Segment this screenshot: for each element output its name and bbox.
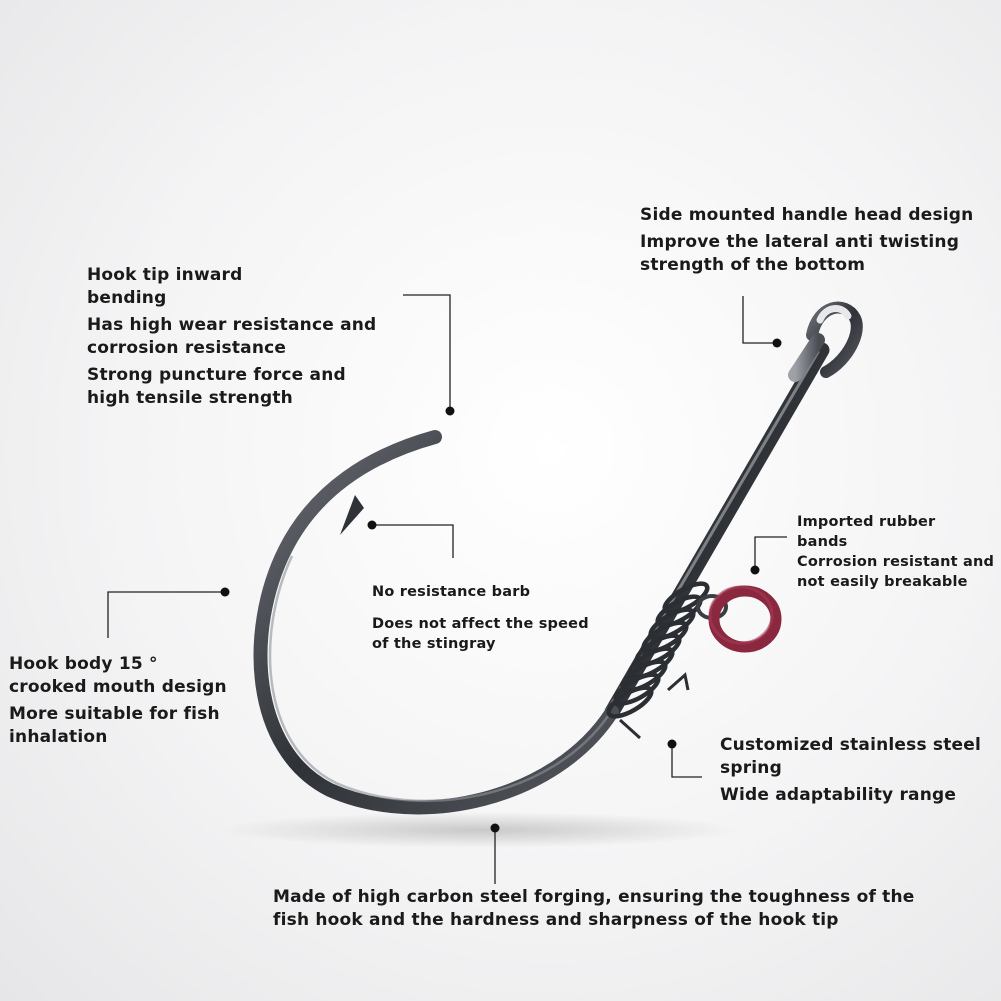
- barb-desc: Does not affect the speed: [372, 616, 589, 632]
- hook-barb: [340, 495, 364, 535]
- rubber-bands-title: Imported rubber: [797, 514, 936, 530]
- hook-body-desc: More suitable for fish: [9, 704, 220, 724]
- rubber-bands-title: bands: [797, 534, 848, 550]
- spring-title: Customized stainless steel: [720, 735, 982, 755]
- hook-tip-desc: high tensile strength: [87, 388, 293, 408]
- rubber-bands-desc: not easily breakable: [797, 574, 968, 590]
- side-mounted-desc: Improve the lateral anti twisting: [640, 232, 960, 252]
- stainless-spring: [606, 581, 710, 740]
- hook-body-desc: inhalation: [9, 727, 108, 747]
- leader-dots: [220, 338, 782, 833]
- leader-barb: [373, 524, 454, 558]
- leader-rubber-bands: [754, 536, 787, 568]
- barb-desc: of the stingray: [372, 636, 496, 652]
- leader-hook-body: [107, 591, 223, 638]
- leader-hook-tip: [403, 294, 451, 410]
- rubber-band: [708, 585, 782, 653]
- callout-barb: No resistance barb Does not affect the s…: [372, 582, 589, 654]
- callout-hook-tip: Hook tip inward bending Has high wear re…: [87, 264, 376, 410]
- callout-spring: Customized stainless steel spring Wide a…: [720, 734, 981, 807]
- fish-hook: [253, 301, 863, 815]
- hook-shadow: [220, 812, 740, 848]
- side-mounted-title: Side mounted handle head design: [640, 205, 974, 225]
- spring-title: spring: [720, 758, 782, 778]
- hook-tip-title: Hook tip inward: [87, 265, 243, 285]
- material-desc: Made of high carbon steel forging, ensur…: [273, 887, 915, 907]
- hook-tip-desc: Has high wear resistance and: [87, 315, 377, 335]
- spring-desc: Wide adaptability range: [720, 785, 957, 805]
- callout-material: Made of high carbon steel forging, ensur…: [273, 886, 915, 932]
- hook-tip-desc: corrosion resistance: [87, 338, 287, 358]
- callout-rubber-bands: Imported rubber bands Corrosion resistan…: [797, 512, 994, 592]
- barb-title: No resistance barb: [372, 584, 531, 600]
- hook-bend: [253, 430, 619, 815]
- hook-body-title: crooked mouth design: [9, 677, 227, 697]
- material-desc: fish hook and the hardness and sharpness…: [273, 910, 839, 930]
- leader-lines: [107, 294, 787, 884]
- leader-spring: [671, 745, 702, 778]
- rubber-bands-desc: Corrosion resistant and: [797, 554, 995, 570]
- hook-tip-desc: Strong puncture force and: [87, 365, 346, 385]
- hook-eye: [788, 301, 863, 382]
- callout-side-mounted-handle: Side mounted handle head design Improve …: [640, 204, 973, 277]
- hook-tip-title: bending: [87, 288, 167, 308]
- leader-side-mounted: [742, 296, 775, 344]
- hook-body-title: Hook body 15 °: [9, 654, 158, 674]
- callout-hook-body: Hook body 15 ° crooked mouth design More…: [9, 653, 227, 749]
- side-mounted-desc: strength of the bottom: [640, 255, 866, 275]
